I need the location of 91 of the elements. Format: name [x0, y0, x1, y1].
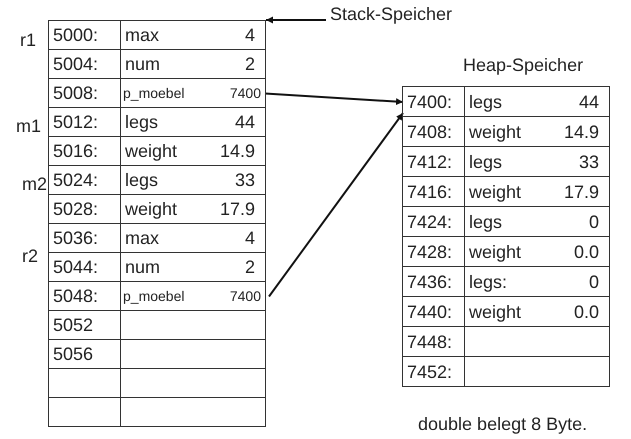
arrow: [266, 16, 326, 24]
memory-heading: Stack-Speicher: [330, 4, 452, 25]
memory-row: [49, 195, 265, 224]
memory-row: [49, 108, 265, 137]
memory-row: [403, 87, 609, 117]
variable-label: r1: [20, 30, 36, 51]
value-text: 17.9: [220, 200, 255, 218]
memory-row: [49, 137, 265, 166]
value-text: 7400: [230, 86, 261, 100]
value-text: 44: [578, 92, 599, 110]
value-text: 0: [588, 272, 599, 290]
memory-row: [49, 282, 265, 311]
variable-name: weight: [469, 302, 522, 320]
value-text: 14.9: [564, 122, 599, 140]
variable-name: legs: [469, 152, 502, 170]
arrow: [264, 92, 404, 106]
address-text: 5048:: [53, 287, 98, 305]
memory-row: [49, 311, 265, 340]
value-text: 0.0: [574, 302, 599, 320]
address-text: 5004:: [53, 55, 98, 73]
value-text: 33: [578, 152, 599, 170]
memory-row: [49, 253, 265, 282]
value-text: 4: [244, 26, 255, 44]
variable-name: legs: [469, 92, 502, 110]
address-text: 5016:: [53, 142, 98, 160]
memory-row: [403, 117, 609, 147]
address-text: 7440:: [407, 302, 452, 320]
memory-row: [403, 267, 609, 297]
arrow: [268, 112, 404, 298]
variable-name: num: [125, 55, 160, 73]
memory-row: [49, 50, 265, 79]
address-text: 5052: [53, 316, 94, 334]
variable-name: max: [125, 229, 160, 247]
address-text: 7428:: [407, 242, 452, 260]
address-text: 5044:: [53, 258, 98, 276]
address-text: 7408:: [407, 122, 452, 140]
memory-row: [403, 327, 609, 357]
address-text: 5012:: [53, 113, 98, 131]
value-text: 33: [234, 171, 255, 189]
variable-name: num: [125, 258, 160, 276]
address-text: 5008:: [53, 84, 98, 102]
value-text: 14.9: [220, 142, 255, 160]
variable-name: legs: [125, 171, 158, 189]
memory-row: [403, 297, 609, 327]
memory-row: [49, 224, 265, 253]
note-text: double belegt 8 Byte.: [418, 414, 588, 435]
value-text: 0.0: [574, 242, 599, 260]
address-text: 7400:: [407, 92, 452, 110]
variable-name: legs: [125, 113, 158, 131]
memory-row: [49, 21, 265, 50]
value-text: 4: [244, 229, 255, 247]
address-text: 5000:: [53, 26, 98, 44]
variable-name: max: [125, 26, 160, 44]
address-text: 7448:: [407, 332, 452, 350]
memory-row: [49, 79, 265, 108]
value-text: 44: [234, 113, 255, 131]
memory-table: [48, 20, 266, 427]
variable-name: weight: [125, 200, 178, 218]
address-text: 5028:: [53, 200, 98, 218]
variable-name: weight: [469, 242, 522, 260]
variable-name: weight: [469, 182, 522, 200]
value-text: 7400: [230, 289, 261, 303]
variable-label: m1: [16, 116, 42, 137]
value-text: 0: [588, 212, 599, 230]
address-text: 7436:: [407, 272, 452, 290]
value-text: 17.9: [564, 182, 599, 200]
memory-row: [403, 177, 609, 207]
address-text: 7416:: [407, 182, 452, 200]
variable-label: m2: [22, 174, 48, 195]
memory-heading: Heap-Speicher: [463, 55, 584, 76]
memory-row: [49, 369, 265, 398]
memory-row: [403, 147, 609, 177]
address-text: 5036:: [53, 229, 98, 247]
variable-name: legs:: [469, 272, 508, 290]
value-text: 2: [244, 258, 255, 276]
memory-row: [403, 207, 609, 237]
address-text: 7452:: [407, 362, 452, 380]
memory-row: [49, 340, 265, 369]
address-text: 7424:: [407, 212, 452, 230]
memory-row: [403, 237, 609, 267]
value-text: 2: [244, 55, 255, 73]
variable-name: p_moebel: [123, 289, 184, 303]
variable-name: weight: [469, 122, 522, 140]
address-text: 5056: [53, 345, 94, 363]
variable-name: p_moebel: [123, 86, 184, 100]
address-text: 5024:: [53, 171, 98, 189]
variable-name: legs: [469, 212, 502, 230]
memory-row: [49, 166, 265, 195]
address-text: 7412:: [407, 152, 452, 170]
variable-label: r2: [22, 246, 38, 267]
variable-name: weight: [125, 142, 178, 160]
